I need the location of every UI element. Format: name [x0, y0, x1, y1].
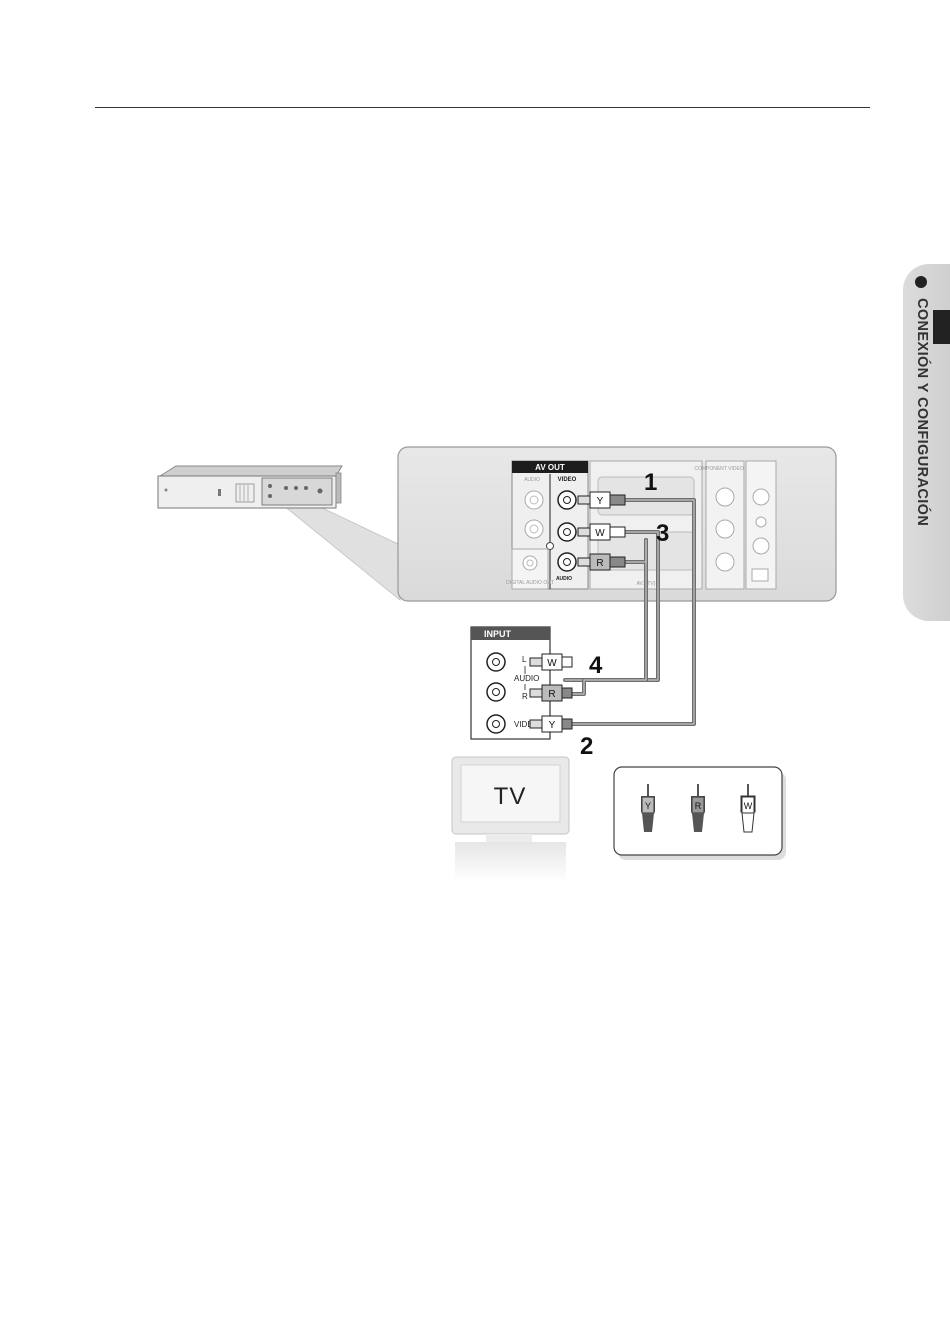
legend-r-label: R [695, 801, 702, 811]
tv-input-r-label: R [522, 692, 528, 701]
callout-2: 2 [580, 733, 593, 760]
dvd-player [158, 466, 342, 508]
panel-plug-y-label: Y [597, 496, 604, 507]
legend-w-label: W [744, 801, 753, 811]
callout-3: 3 [656, 520, 669, 547]
av-out-label: AV OUT [535, 463, 565, 472]
tv-plug-y-label: Y [549, 720, 556, 731]
tv-label: TV [494, 783, 527, 810]
panel-plug-r-label: R [596, 558, 603, 569]
av-out-audio-bottom-label: AUDIO [556, 576, 572, 582]
tv-plug-w-label: W [547, 658, 557, 669]
panel-plug-w-label: W [595, 528, 605, 539]
callout-4: 4 [589, 652, 603, 679]
av-out-video-label: VIDEO [558, 477, 577, 483]
legend-y-label: Y [645, 801, 651, 811]
tv-plug-r-label: R [548, 689, 555, 700]
av-out-audio-label: AUDIO [524, 477, 540, 483]
component-video-block: COMPONENT VIDEO OUT [694, 461, 776, 589]
tv-input-title: INPUT [484, 629, 512, 639]
tv-illustration: TV [452, 757, 569, 882]
digital-audio-out-label: DIGITAL AUDIO OUT [506, 580, 554, 586]
tv-input-l-label: L [522, 655, 527, 664]
tv-input-audio-label: AUDIO [514, 674, 539, 683]
callout-1: 1 [644, 469, 657, 496]
zoom-projection [283, 505, 400, 600]
plug-legend: Y R W [614, 767, 786, 860]
digital-audio-out: DIGITAL AUDIO OUT [506, 549, 554, 589]
